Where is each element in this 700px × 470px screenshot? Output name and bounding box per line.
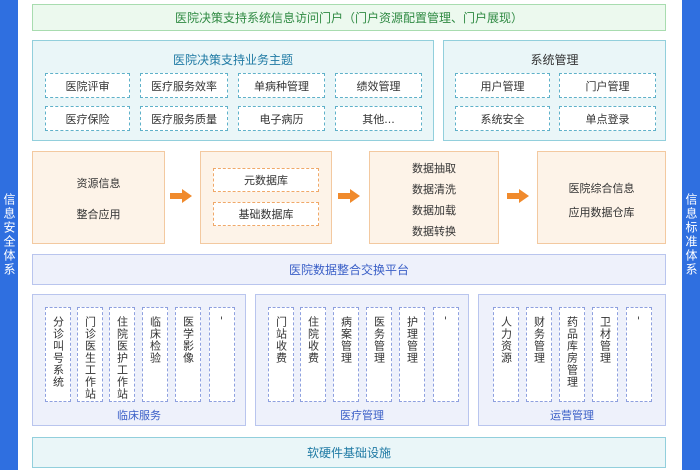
topic-emr: 电子病历 [238,106,325,131]
topic-service-quality: 医疗服务质量 [140,106,228,131]
portal-banner-label: 医院决策支持系统信息访问门户（门户资源配置管理、门户展现） [174,11,523,25]
operations-management-group: 人力资源 财务管理 药品库房管理 卫材管理 - 运营管理 [478,294,666,426]
flow-arrow-2-icon [338,189,360,203]
clinical-services-label: 临床服务 [117,409,161,422]
system-box-nursing: 护理管理 [399,307,425,402]
system-box-triage: 分诊叫号系统 [45,307,71,402]
decision-support-panel: 医院决策支持业务主题 医院评审 医疗服务效率 单病种管理 绩效管理 医疗保险 医… [32,40,434,141]
infrastructure-bar: 软硬件基础设施 [32,437,666,468]
standard-system-label: 信息标准体系 [684,193,698,277]
system-label-records: 病案管理 [339,316,353,364]
system-box-placeholder-3: - [626,307,652,402]
system-box-lab: 临床检验 [142,307,168,402]
decision-support-title: 医院决策支持业务主题 [172,53,293,67]
system-box-supplies: 卫材管理 [592,307,618,402]
system-box-placeholder-1: - [209,307,235,402]
system-box-pharmacy: 药品库房管理 [559,307,585,402]
operations-management-label: 运营管理 [550,409,594,422]
system-security-box: 系统安全 [455,106,550,131]
single-sign-on-box: 单点登录 [559,106,656,131]
flow-arrow-1-icon [170,189,192,203]
system-label-placeholder-1: - [215,316,229,321]
etl-box: 数据抽取 数据清洗 数据加载 数据转换 [369,151,499,244]
topic-performance: 绩效管理 [335,73,422,98]
topic-medical-insurance: 医疗保险 [45,106,130,131]
system-label-supplies: 卫材管理 [598,316,612,364]
system-box-finance: 财务管理 [526,307,552,402]
resource-integration-box: 资源信息 整合应用 [32,151,165,244]
portal-banner: 医院决策支持系统信息访问门户（门户资源配置管理、门户展现） [32,4,666,31]
topic-other: 其他... [335,106,422,131]
system-label-lab: 临床检验 [148,316,162,364]
system-box-inpatient: 住院医护工作站 [109,307,135,402]
resource-info-label: 资源信息 [76,177,121,190]
data-warehouse-box: 医院综合信息 应用数据仓库 [537,151,666,244]
system-box-outpatient-fee: 门站收费 [268,307,294,402]
metadata-db-box: 元数据库 [213,168,319,192]
user-management-box: 用户管理 [455,73,550,98]
security-system-label: 信息安全体系 [2,193,16,277]
system-label-placeholder-2: - [439,316,453,321]
system-box-imaging: 医学影像 [175,307,201,402]
system-label-outpatient-fee: 门站收费 [274,316,288,364]
system-box-records: 病案管理 [333,307,359,402]
security-system-sidebar: 信息安全体系 [0,0,18,470]
database-box: 元数据库 基础数据库 [200,151,332,244]
topic-single-disease: 单病种管理 [238,73,325,98]
system-box-placeholder-2: - [433,307,459,402]
portal-management-box: 门户管理 [559,73,656,98]
standard-system-sidebar: 信息标准体系 [682,0,700,470]
etl-load-label: 数据加载 [412,204,456,217]
system-management-title: 系统管理 [530,53,579,67]
system-label-inpatient: 住院医护工作站 [115,316,129,400]
system-label-finance: 财务管理 [532,316,546,364]
system-label-nursing: 护理管理 [405,316,419,364]
warehouse-line2-label: 应用数据仓库 [568,206,635,219]
clinical-services-group: 分诊叫号系统 门诊医生工作站 住院医护工作站 临床检验 医学影像 - 临床服务 [32,294,246,426]
system-label-outpatient: 门诊医生工作站 [83,316,97,400]
integration-app-label: 整合应用 [76,208,121,221]
system-box-outpatient: 门诊医生工作站 [77,307,103,402]
etl-clean-label: 数据清洗 [412,183,456,196]
system-label-imaging: 医学影像 [181,316,195,364]
system-box-inpatient-fee: 住院收费 [300,307,326,402]
system-management-panel: 系统管理 用户管理 门户管理 系统安全 单点登录 [443,40,666,141]
exchange-platform-bar: 医院数据整合交换平台 [32,254,666,285]
etl-extract-label: 数据抽取 [412,162,456,175]
etl-transform-label: 数据转换 [412,225,456,238]
system-label-triage: 分诊叫号系统 [51,316,65,388]
system-box-hr: 人力资源 [493,307,519,402]
warehouse-line1-label: 医院综合信息 [568,182,635,195]
medical-management-group: 门站收费 住院收费 病案管理 医务管理 护理管理 - 医疗管理 [255,294,469,426]
infrastructure-label: 软硬件基础设施 [306,446,391,460]
medical-management-label: 医疗管理 [340,409,384,422]
base-db-box: 基础数据库 [213,202,319,226]
flow-arrow-3-icon [507,189,529,203]
system-label-medical-affairs: 医务管理 [372,316,386,364]
system-label-placeholder-3: - [632,316,646,321]
topic-service-efficiency: 医疗服务效率 [140,73,228,98]
topic-hospital-review: 医院评审 [45,73,130,98]
system-label-hr: 人力资源 [499,316,513,364]
system-label-inpatient-fee: 住院收费 [306,316,320,364]
system-box-medical-affairs: 医务管理 [366,307,392,402]
system-label-pharmacy: 药品库房管理 [565,316,579,388]
exchange-platform-label: 医院数据整合交换平台 [288,263,409,277]
